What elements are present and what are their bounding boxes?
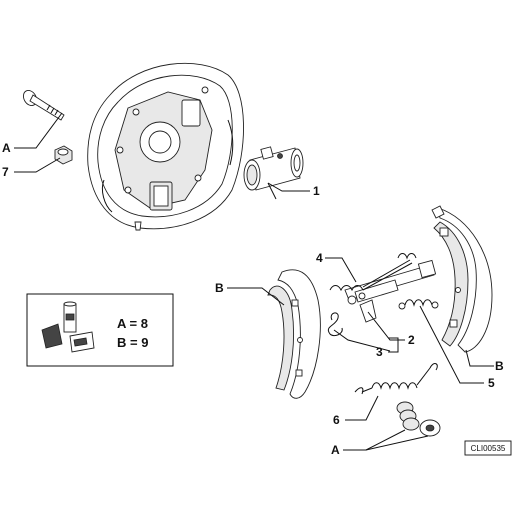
callout-6: 6 xyxy=(333,413,340,427)
callout-5: 5 xyxy=(488,376,495,390)
callout-a-top: A xyxy=(2,141,11,155)
callout-1: 1 xyxy=(313,184,320,198)
legend-line-1: A = 8 xyxy=(117,316,148,331)
nut xyxy=(54,145,73,165)
legend-box: A = 8 B = 9 xyxy=(26,293,174,367)
return-spring xyxy=(354,363,438,395)
brake-shoe-left xyxy=(267,269,321,399)
bolt xyxy=(22,90,65,121)
clip-spring xyxy=(327,312,343,337)
hold-down-spring xyxy=(396,401,420,431)
callout-7: 7 xyxy=(2,165,9,179)
callout-2: 2 xyxy=(408,333,415,347)
reference-code: CLI00535 xyxy=(471,444,506,453)
lower-spring xyxy=(398,299,439,310)
backing-plate xyxy=(87,62,244,231)
retainer-cup xyxy=(419,419,441,437)
reference-box: CLI00535 xyxy=(464,440,512,456)
callout-a-bottom: A xyxy=(331,443,340,457)
legend-line-2: B = 9 xyxy=(117,335,148,350)
upper-spring xyxy=(329,253,417,292)
callout-b-left: B xyxy=(215,281,224,295)
adjuster-strut xyxy=(344,259,437,323)
wheel-cylinder xyxy=(243,146,304,200)
callout-b-right: B xyxy=(495,359,504,373)
leader-lines xyxy=(14,112,494,451)
brake-shoe-right xyxy=(431,205,493,353)
lubricant-icon xyxy=(41,301,95,353)
callout-3: 3 xyxy=(376,345,383,359)
callout-4: 4 xyxy=(316,251,323,265)
